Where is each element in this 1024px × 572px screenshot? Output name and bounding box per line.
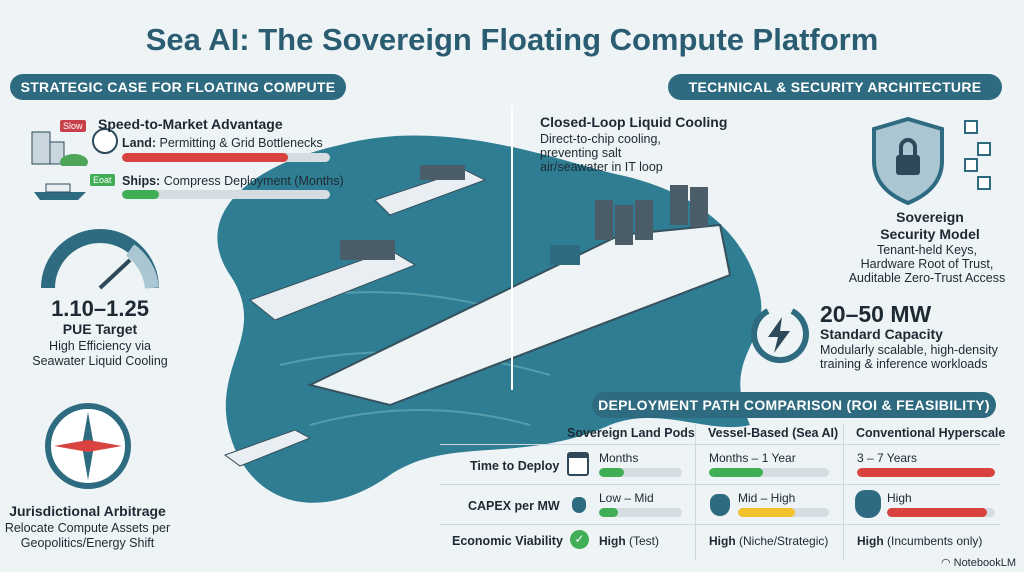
land-bar [122,153,330,162]
cooling-desc-1: Direct-to-chip cooling, [540,132,661,146]
row-label-viability: Economic Viability [452,534,563,548]
cargo-ship-1 [374,165,487,216]
shield-lock-icon [872,116,991,206]
time-hyperscale-bar [857,468,995,477]
time-land: Months [599,451,639,465]
cargo-ship-2 [248,240,417,321]
fast-sign: Eoat [90,174,115,186]
juris-desc-2: Geopolitics/Energy Shift [20,536,155,550]
cooling-desc-3: air/seawater in IT loop [540,160,663,174]
col-header-vessel: Vessel-Based (Sea AI) [708,426,839,440]
clock-icon [92,128,118,154]
row-label-time: Time to Deploy [470,459,560,473]
row-label-capex: CAPEX per MW [468,499,560,513]
capacity-desc-1: Modularly scalable, high-density [820,343,998,357]
juris-desc-1: Relocate Compute Assets per [4,521,171,535]
power-bolt-icon [751,308,809,363]
capacity-label: Standard Capacity [820,326,943,342]
notebooklm-logo-icon: ◠ [940,557,954,569]
money-bag-icon [710,494,730,516]
boat-icon [34,183,86,200]
capex-land-bar [599,508,682,517]
compute-vessel [307,185,732,407]
gauge-icon [41,229,159,290]
building-icon [31,131,88,166]
capex-vessel-bar [738,508,829,517]
ships-bar [122,190,330,199]
pue-desc-2: Seawater Liquid Cooling [32,354,168,368]
cooling-title: Closed-Loop Liquid Cooling [540,114,728,130]
time-vessel: Months – 1 Year [709,451,796,465]
security-title-2: Security Model [880,226,980,242]
viability-land: (Test) [629,534,660,548]
time-hyperscale: 3 – 7 Years [857,451,918,465]
land-label: Land: [122,136,157,150]
security-title-1: Sovereign [896,209,964,225]
capacity-desc-2: training & inference workloads [820,357,988,371]
capex-hyperscale: High [887,491,912,505]
compass-icon [45,403,131,489]
capex-land: Low – Mid [599,491,654,505]
viability-vessel-bold: High [709,534,736,548]
capex-vessel: Mid – High [738,491,796,505]
architecture-header: TECHNICAL & SECURITY ARCHITECTURE [668,74,1002,100]
ships-label: Ships: [122,174,161,188]
viability-vessel: (Niche/Strategic) [739,534,829,548]
col-header-hyperscale: Conventional Hyperscale [856,426,1006,440]
security-line-3: Auditable Zero-Trust Access [848,271,1006,285]
pue-label: PUE Target [62,321,138,337]
capex-hyperscale-bar [887,508,995,517]
viability-land-bold: High [599,534,626,548]
viability-hyperscale: (Incumbents only) [887,534,983,548]
money-bag-icon [855,490,881,518]
notebooklm-brand: ◠ NotebookLM [941,556,1016,569]
col-header-land-pods: Sovereign Land Pods [567,426,695,440]
sea-ships-illustration [217,105,762,503]
cargo-ship-3 [223,429,312,467]
viability-hyperscale-bold: High [857,534,884,548]
capacity-value: 20–50 MW [820,301,932,327]
strategic-case-header: STRATEGIC CASE FOR FLOATING COMPUTE [10,74,346,100]
security-line-2: Hardware Root of Trust, [860,257,994,271]
pue-desc-1: High Efficiency via [49,339,151,353]
comparison-header: DEPLOYMENT PATH COMPARISON (ROI & FEASIB… [592,392,996,418]
money-bag-icon [572,497,586,513]
speed-title: Speed-to-Market Advantage [98,116,283,132]
slow-sign: Slow [60,120,86,132]
pue-value: 1.10–1.25 [51,296,149,321]
time-vessel-bar [709,468,829,477]
calendar-icon [567,452,589,476]
chip-icon [550,245,580,265]
time-land-bar [599,468,682,477]
cooling-desc-2: preventing salt [540,146,622,160]
juris-title: Jurisdictional Arbitrage [9,503,166,519]
check-icon: ✓ [570,530,589,549]
brand-label: NotebookLM [953,557,1016,569]
land-text: Permitting & Grid Bottlenecks [159,136,323,150]
security-line-1: Tenant-held Keys, [876,243,978,257]
ships-text: Compress Deployment (Months) [163,174,344,188]
page-title: Sea AI: The Sovereign Floating Compute P… [145,22,879,57]
